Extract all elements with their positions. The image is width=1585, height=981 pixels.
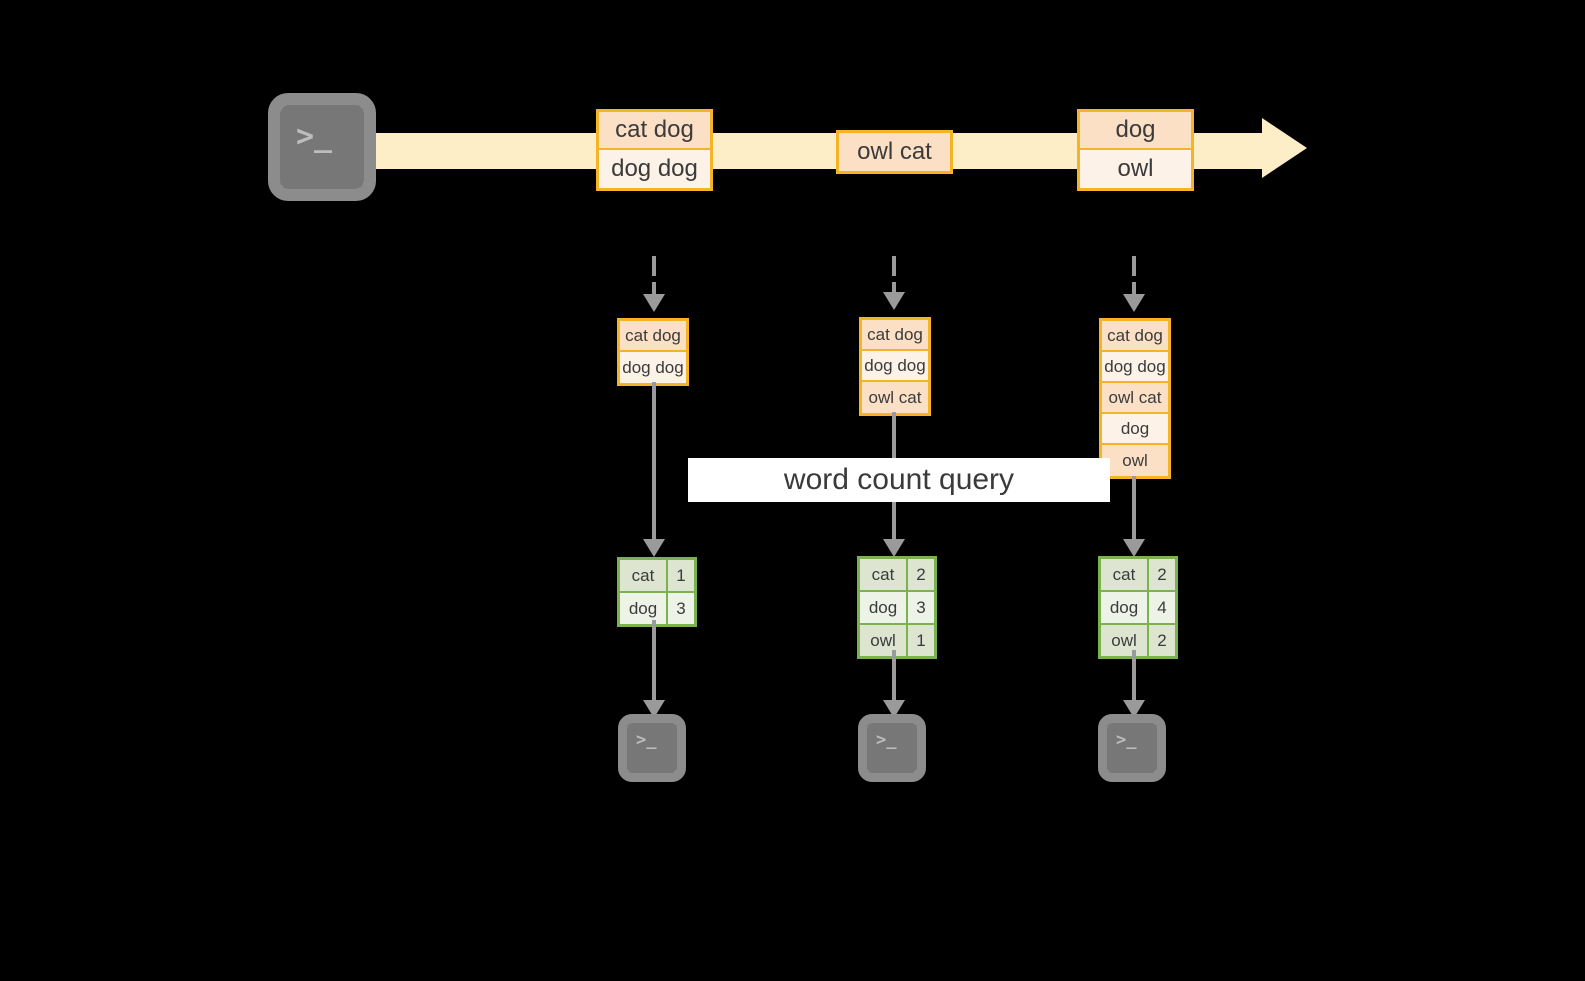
query-connector-head-1 <box>643 539 665 557</box>
snapshot-line: cat dog <box>620 321 686 352</box>
sink-terminal-surface <box>867 723 917 773</box>
result-count: 2 <box>1149 559 1175 590</box>
query-connector-line-3 <box>1132 476 1136 539</box>
result-word: dog <box>620 593 668 624</box>
sink-connector-head-3 <box>1123 700 1145 718</box>
result-word: cat <box>620 560 668 591</box>
snapshot-line: dog dog <box>862 351 928 382</box>
snapshot-line: owl cat <box>1102 383 1168 414</box>
record-line: owl cat <box>839 133 950 171</box>
snapshot-line: owl cat <box>862 382 928 413</box>
result-row: cat 2 <box>860 559 934 592</box>
stream-record-batch-1: cat dog dog dog <box>596 109 713 191</box>
sink-connector-line-2 <box>892 650 896 700</box>
result-count: 4 <box>1149 592 1175 623</box>
sink-connector-line-3 <box>1132 650 1136 700</box>
terminal-prompt-icon: >_ <box>296 119 333 154</box>
query-label-text: word count query <box>783 463 1015 496</box>
source-terminal[interactable]: >_ <box>268 93 376 201</box>
query-connector-head-2 <box>883 539 905 557</box>
sink-terminal-2[interactable]: >_ <box>858 714 926 782</box>
result-count: 3 <box>908 592 934 623</box>
result-count: 2 <box>1149 625 1175 656</box>
terminal-prompt-icon: >_ <box>636 730 657 750</box>
result-count: 2 <box>908 559 934 590</box>
trigger-arrow-head-1 <box>643 294 665 312</box>
record-line: dog <box>1080 112 1191 150</box>
result-row: owl 1 <box>860 625 934 656</box>
snapshot-line: dog <box>1102 414 1168 445</box>
trigger-arrow-line-3b <box>1132 282 1136 294</box>
result-row: owl 2 <box>1101 625 1175 656</box>
sink-terminal-3[interactable]: >_ <box>1098 714 1166 782</box>
snapshot-line: dog dog <box>620 352 686 383</box>
stream-record-batch-2: owl cat <box>836 130 953 174</box>
result-count: 3 <box>668 593 694 624</box>
trigger-arrow-head-3 <box>1123 294 1145 312</box>
result-row: cat 1 <box>620 560 694 593</box>
trigger-arrow-line-1b <box>652 282 656 294</box>
trigger-arrow-head-2 <box>883 292 905 310</box>
record-line: dog dog <box>599 150 710 188</box>
sink-connector-line-1 <box>652 620 656 700</box>
result-row: cat 2 <box>1101 559 1175 592</box>
record-line: cat dog <box>599 112 710 150</box>
snapshot-table-2: cat dog dog dog owl cat <box>859 317 931 416</box>
result-row: dog 3 <box>860 592 934 625</box>
sink-terminal-surface <box>1107 723 1157 773</box>
trigger-arrow-line-2b <box>892 282 896 292</box>
query-label-banner: word count query <box>688 458 1110 502</box>
result-word: owl <box>1101 625 1149 656</box>
result-row: dog 3 <box>620 593 694 624</box>
terminal-prompt-icon: >_ <box>1116 730 1137 750</box>
trigger-arrow-line-2 <box>892 256 896 276</box>
snapshot-line: cat dog <box>862 320 928 351</box>
snapshot-table-3: cat dog dog dog owl cat dog owl <box>1099 318 1171 479</box>
result-word: dog <box>860 592 908 623</box>
snapshot-line: dog dog <box>1102 352 1168 383</box>
snapshot-line: owl <box>1102 445 1168 476</box>
stream-arrow-head <box>1262 118 1307 178</box>
query-connector-head-3 <box>1123 539 1145 557</box>
result-count: 1 <box>668 560 694 591</box>
source-terminal-surface <box>280 105 364 189</box>
result-table-3: cat 2 dog 4 owl 2 <box>1098 556 1178 659</box>
result-word: dog <box>1101 592 1149 623</box>
trigger-arrow-line-3 <box>1132 256 1136 276</box>
result-word: cat <box>1101 559 1149 590</box>
snapshot-line: cat dog <box>1102 321 1168 352</box>
result-word: owl <box>860 625 908 656</box>
record-line: owl <box>1080 150 1191 188</box>
sink-connector-head-1 <box>643 700 665 718</box>
terminal-prompt-icon: >_ <box>876 730 897 750</box>
trigger-arrow-line-1 <box>652 256 656 276</box>
result-table-2: cat 2 dog 3 owl 1 <box>857 556 937 659</box>
result-table-1: cat 1 dog 3 <box>617 557 697 627</box>
result-word: cat <box>860 559 908 590</box>
sink-terminal-1[interactable]: >_ <box>618 714 686 782</box>
query-connector-line-1 <box>652 382 656 539</box>
stream-record-batch-3: dog owl <box>1077 109 1194 191</box>
result-count: 1 <box>908 625 934 656</box>
result-row: dog 4 <box>1101 592 1175 625</box>
sink-terminal-surface <box>627 723 677 773</box>
snapshot-table-1: cat dog dog dog <box>617 318 689 386</box>
sink-connector-head-2 <box>883 700 905 718</box>
